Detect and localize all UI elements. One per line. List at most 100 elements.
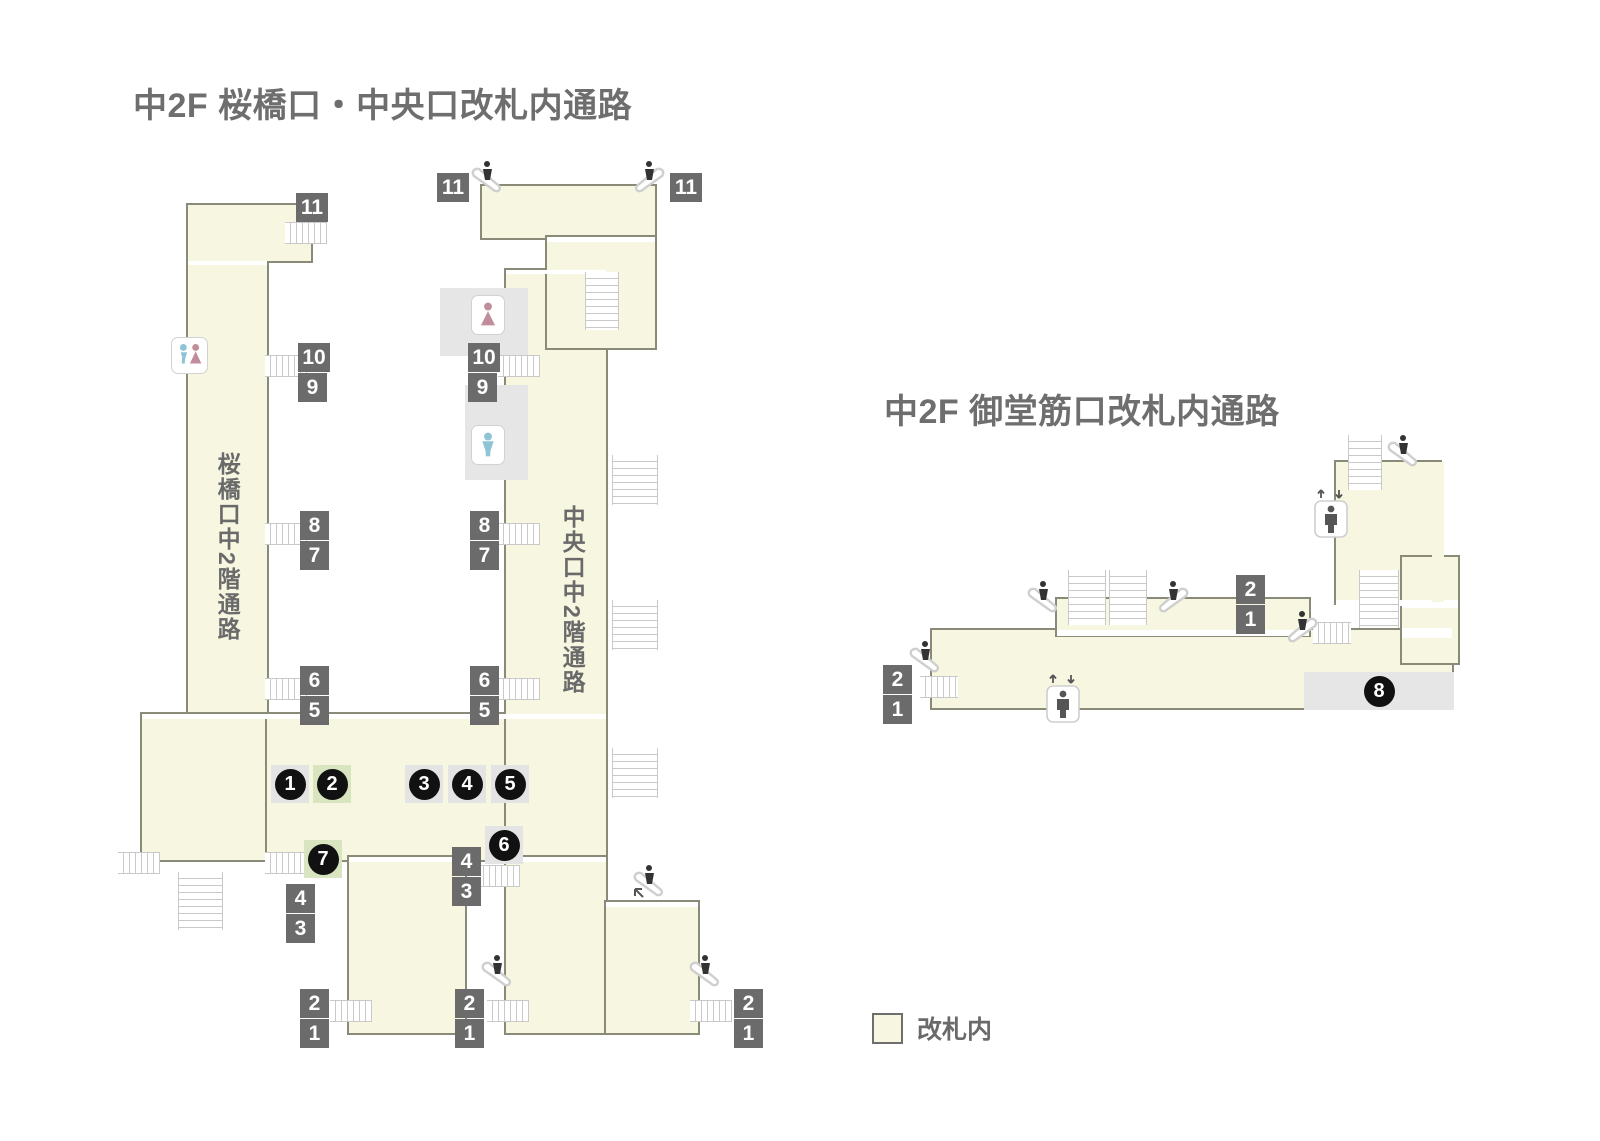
stairs-midosuji-west [920,676,958,698]
poi-marker-2-label: 2 [316,768,348,800]
gate-badge-2-southwest[interactable]: 2 [300,989,329,1018]
restroom-icon-male-center [471,425,505,465]
poi-marker-6[interactable]: 6 [485,826,523,864]
stairs-gate-8-7-center [498,523,540,545]
left-map-title: 中2F 桜橋口・中央口改札内通路 [133,87,633,125]
poi-marker-7[interactable]: 7 [304,840,342,878]
floor-midosuji-connector [1400,555,1460,665]
stairs-chuo-east-lower [612,748,658,798]
poi-marker-8-label: 8 [1363,675,1395,707]
elevator-icon-north [1311,487,1351,539]
stairs-gate-4-3-center [478,865,520,887]
stairs-chuo-east-upper [612,455,658,505]
stairs-southwest-ramp [118,852,160,874]
floor-sakurabashi-main [186,258,269,724]
poi-marker-2[interactable]: 2 [313,765,351,803]
gate-badge-1-midosuji-west[interactable]: 1 [883,695,912,724]
gate-badge-7-west[interactable]: 7 [300,541,329,570]
poi-marker-8[interactable]: 8 [1360,672,1398,710]
mask-e [506,857,606,862]
mask-h [506,270,606,274]
poi-marker-4[interactable]: 4 [448,765,486,803]
gate-badge-2-midosuji-west[interactable]: 2 [883,665,912,694]
gate-badge-3-west[interactable]: 3 [286,914,315,943]
stairs-chuo-east-mid [612,600,658,650]
poi-marker-5[interactable]: 5 [491,765,529,803]
gate-badge-1-southeast[interactable]: 1 [734,1019,763,1048]
escalator-icon-south-chuo [630,862,676,902]
elevator-icon-south [1043,672,1083,724]
mask-d [506,714,606,719]
poi-marker-3[interactable]: 3 [405,765,443,803]
gate-badge-10-center[interactable]: 10 [468,343,500,372]
gate-badge-1-midosuji-east[interactable]: 1 [1236,605,1265,634]
gate-badge-5-center[interactable]: 5 [470,696,499,725]
stairs-gate-6-5-west [265,678,307,700]
gate-badge-11-west[interactable]: 11 [296,193,328,222]
gate-badge-3-center[interactable]: 3 [452,877,481,906]
gate-badge-1-southwest[interactable]: 1 [300,1019,329,1048]
floor-sakurabashi-lower [140,712,269,862]
stairs-gate-10-9-west [265,355,307,377]
gate-badge-2-southmid[interactable]: 2 [455,989,484,1018]
gate-badge-2-southeast[interactable]: 2 [734,989,763,1018]
gate-badge-11-top-right[interactable]: 11 [670,173,702,202]
escalator-icon-southeast [686,952,732,992]
gate-badge-9-center[interactable]: 9 [468,373,497,402]
gate-badge-4-west[interactable]: 4 [286,884,315,913]
gate-badge-8-center[interactable]: 8 [470,511,499,540]
poi-marker-7-label: 7 [307,843,339,875]
legend: 改札内 [872,1010,992,1046]
stairs-midosuji-center-left [1068,570,1106,625]
stairs-gate-8-7-west [265,523,307,545]
poi-marker-1-label: 1 [274,768,306,800]
mask-r-e [1432,462,1444,602]
escalator-icon-southmid [478,952,524,992]
poi-marker-3-label: 3 [408,768,440,800]
legend-swatch-inside-gates [872,1012,903,1044]
label-sakurabashi-corridor: 桜橋口中2階通路 [214,452,241,642]
mask-r-a [1057,630,1309,636]
legend-label-inside-gates: 改札内 [917,1016,993,1044]
escalator-icon-top-left [468,158,514,198]
gate-badge-1-southmid[interactable]: 1 [455,1019,484,1048]
poi-marker-1[interactable]: 1 [271,765,309,803]
mask-a [188,260,267,265]
mask-r-c [1402,600,1458,608]
poi-marker-6-label: 6 [488,829,520,861]
gate-badge-6-center[interactable]: 6 [470,666,499,695]
escalator-icon-midosuji-west [906,638,952,678]
stairs-gate-4-3-west [265,852,307,874]
stairs-gate-2-1-southmid [487,1000,529,1022]
poi-marker-4-label: 4 [451,768,483,800]
gate-badge-4-center[interactable]: 4 [452,847,481,876]
stairs-gate-2-1-southwest [330,1000,372,1022]
gate-badge-9-west[interactable]: 9 [298,373,327,402]
stairs-chuo-top-stem [585,272,619,330]
gate-badge-7-center[interactable]: 7 [470,541,499,570]
gate-badge-2-midosuji-east[interactable]: 2 [1236,575,1265,604]
mask-c [267,714,553,719]
gate-badge-8-west[interactable]: 8 [300,511,329,540]
stairs-midosuji-north-top [1348,435,1382,490]
gate-badge-11-top-left[interactable]: 11 [437,173,469,202]
stairs-midosuji-center-right [1109,570,1147,625]
mask-f [349,857,465,862]
stairs-gate-2-1-southeast [690,1000,732,1022]
escalator-icon-midosuji-east [1275,608,1321,648]
mask-i [606,902,698,907]
gate-badge-6-west[interactable]: 6 [300,666,329,695]
mask-g [547,237,655,242]
escalator-icon-top-right [622,158,668,198]
escalator-icon-midosuji-center-left [1024,578,1070,618]
gate-badge-10-west[interactable]: 10 [298,343,330,372]
stairs-midosuji-north-lower [1359,570,1399,628]
gate-badge-5-west[interactable]: 5 [300,696,329,725]
restroom-icon-multi-west [171,337,208,374]
stairs-southwest-long [178,872,223,930]
label-chuo-corridor: 中央口中2階通路 [559,505,586,695]
restroom-icon-female-center [471,295,505,335]
stairs-gate-10-9-center [498,355,540,377]
floor-chuo-top-stem [545,235,657,350]
